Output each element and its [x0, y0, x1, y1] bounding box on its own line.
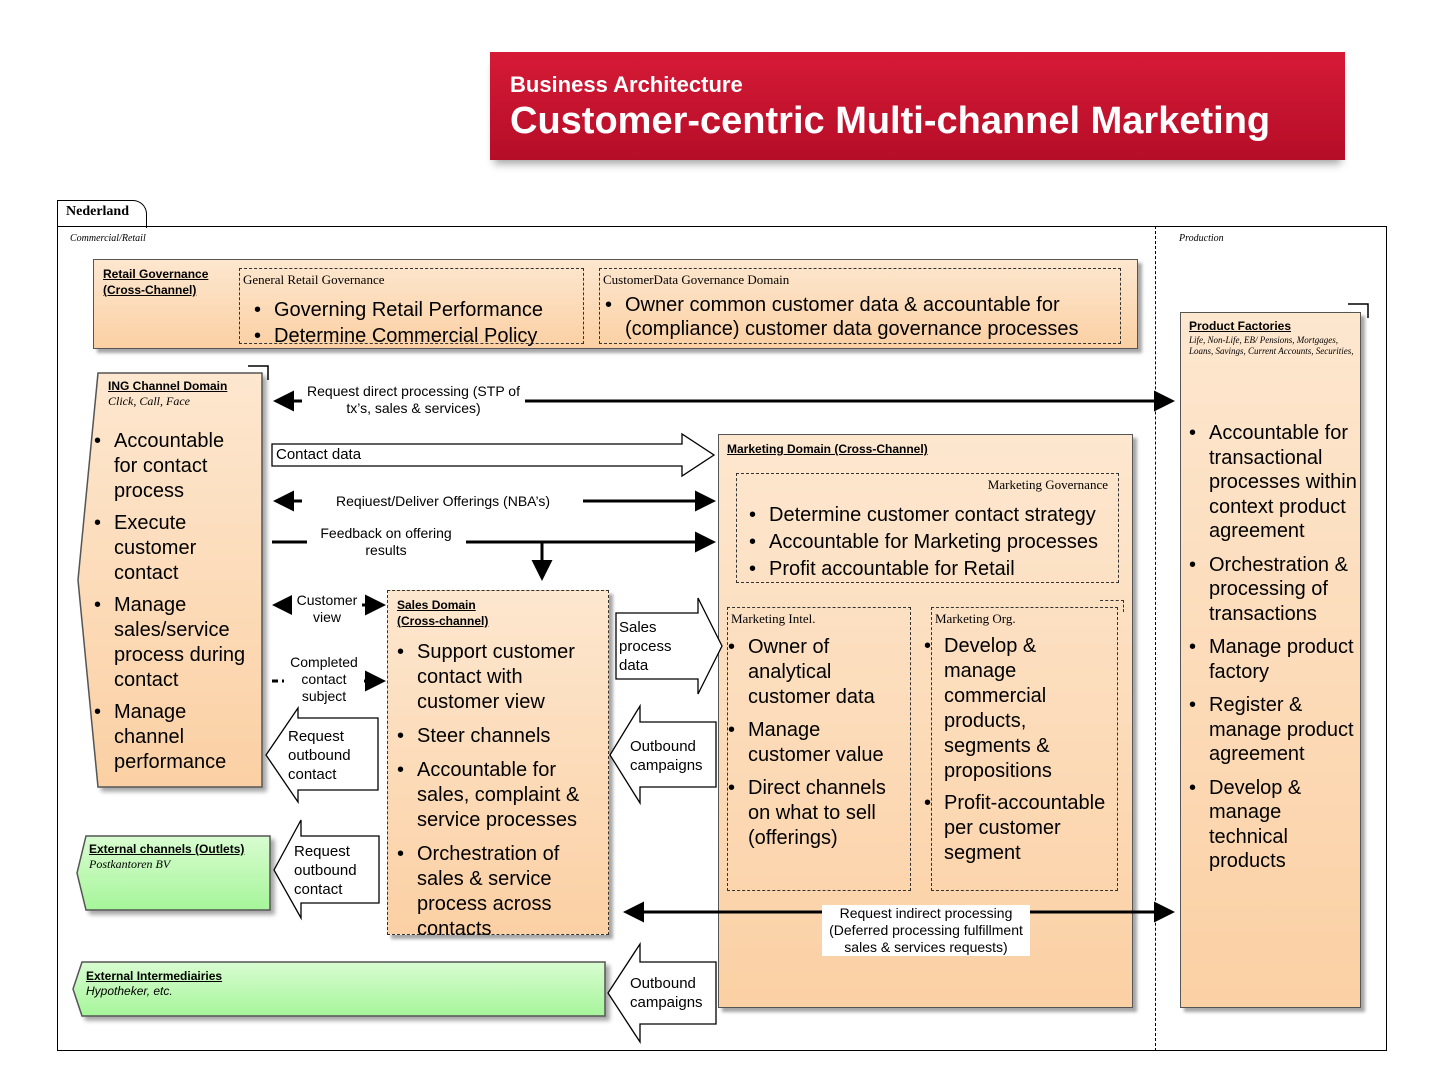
- customer-data-governance-title: CustomerData Governance Domain: [603, 272, 790, 287]
- list-item: Execute customer contact: [92, 511, 252, 586]
- ing-channel-subtitle: Click, Call, Face: [108, 394, 190, 408]
- flow-request-outbound-1-label: Request outbound contact: [288, 728, 351, 783]
- customer-data-governance-list: Owner common customer data & accountable…: [603, 293, 1108, 341]
- list-item: Develop & manage commercial products, se…: [922, 634, 1114, 784]
- flow-outbound-campaigns-1-label: Outbound campaigns: [630, 738, 703, 774]
- list-item: Accountable for contact process: [92, 429, 252, 504]
- sales-domain-box: Sales Domain (Cross-channel) Support cus…: [387, 590, 609, 940]
- external-channels: External channels (Outlets) Postkantoren…: [89, 841, 269, 872]
- ing-channel-title: ING Channel Domain: [108, 379, 228, 393]
- external-intermediairies-subtitle: Hypotheker, etc.: [86, 984, 173, 998]
- list-item: Owner common customer data & accountable…: [603, 293, 1108, 341]
- list-item: Owner of analytical customer data: [726, 635, 906, 710]
- external-channels-subtitle: Postkantoren BV: [89, 857, 171, 871]
- general-retail-governance-list: Governing Retail Performance Determine C…: [252, 297, 582, 349]
- flow-request-outbound-2-label: Request outbound contact: [294, 843, 357, 898]
- marketing-intel: Marketing Intel. Owner of analytical cus…: [727, 607, 911, 891]
- list-item: Accountable for sales, complaint & servi…: [395, 758, 605, 833]
- general-retail-governance: General Retail Governance Governing Reta…: [239, 268, 584, 349]
- flow-completed-contact-label: Completed contact subject: [284, 654, 364, 705]
- retail-governance-box: Retail Governance (Cross-Channel) Genera…: [93, 259, 1138, 349]
- banner-subtitle: Business Architecture: [510, 72, 743, 97]
- frame-divider: [1155, 226, 1156, 1051]
- sales-domain-title: Sales Domain (Cross-channel): [397, 598, 489, 628]
- list-item: Governing Retail Performance: [252, 297, 582, 323]
- product-factories-list: Accountable for transactional processes …: [1187, 421, 1359, 874]
- marketing-domain-title: Marketing Domain (Cross-Channel): [727, 442, 928, 456]
- ing-channel-list: Accountable for contact process Execute …: [92, 429, 252, 775]
- flow-request-indirect-label: Request indirect processing (Deferred pr…: [822, 905, 1030, 956]
- list-item: Direct channels on what to sell (offerin…: [726, 776, 906, 851]
- flow-offerings-label: Reqiuest/Deliver Offerings (NBA’s): [307, 493, 579, 509]
- list-item: Develop & manage technical products: [1187, 776, 1359, 874]
- list-item: Support customer contact with customer v…: [395, 640, 605, 715]
- external-intermediairies-title: External Intermediairies: [86, 969, 223, 983]
- marketing-governance-list: Determine customer contact strategy Acco…: [747, 502, 1117, 583]
- product-factories-subtitle: Life, Non-Life, EB/ Pensions, Mortgages,…: [1189, 335, 1354, 356]
- flow-sales-process-label: Sales process data: [619, 619, 672, 674]
- list-item: Profit-accountable per customer segment: [922, 791, 1114, 866]
- marketing-org-title: Marketing Org.: [935, 611, 1016, 626]
- frame-left-label: Commercial/Retail: [70, 233, 146, 244]
- marketing-org-list: Develop & manage commercial products, se…: [922, 634, 1114, 866]
- banner-title: Customer-centric Multi-channel Marketing: [510, 100, 1271, 142]
- marketing-governance: Marketing Governance Determine customer …: [736, 473, 1119, 583]
- list-item: Determine customer contact strategy: [747, 502, 1117, 529]
- region-tab: Nederland: [57, 200, 147, 228]
- title-banner: Business Architecture Customer-centric M…: [490, 52, 1345, 160]
- flow-contact-data-label: Contact data: [276, 446, 362, 463]
- region-tab-label: Nederland: [66, 204, 129, 219]
- list-item: Accountable for transactional processes …: [1187, 421, 1359, 544]
- list-item: Steer channels: [395, 724, 605, 749]
- list-item: Manage sales/service process during cont…: [92, 593, 252, 693]
- marketing-governance-title: Marketing Governance: [987, 477, 1108, 492]
- list-item: Orchestration of sales & service process…: [395, 842, 605, 942]
- marketing-intel-list: Owner of analytical customer data Manage…: [726, 635, 906, 851]
- flow-customer-view-label: Customer view: [292, 592, 362, 626]
- customer-data-governance: CustomerData Governance Domain Owner com…: [599, 268, 1121, 344]
- list-item: Orchestration & processing of transactio…: [1187, 553, 1359, 627]
- list-item: Manage customer value: [726, 718, 906, 768]
- sales-domain-list: Support customer contact with customer v…: [395, 640, 605, 942]
- list-item: Accountable for Marketing processes: [747, 529, 1117, 556]
- product-factories-title: Product Factories: [1189, 319, 1292, 333]
- frame-right-label: Production: [1179, 233, 1224, 244]
- retail-governance-title: Retail Governance (Cross-Channel): [103, 267, 209, 297]
- product-factories-box: Product Factories Life, Non-Life, EB/ Pe…: [1180, 312, 1361, 1008]
- list-item: Determine Commercial Policy: [252, 323, 582, 349]
- list-item: Manage product factory: [1187, 635, 1359, 684]
- flow-outbound-campaigns-2-label: Outbound campaigns: [630, 975, 703, 1011]
- ing-channel-domain: ING Channel Domain Click, Call, Face Acc…: [94, 378, 260, 783]
- general-retail-governance-title: General Retail Governance: [243, 272, 385, 287]
- flow-request-direct-label: Request direct processing (STP of tx’s, …: [302, 383, 525, 417]
- list-item: Profit accountable for Retail: [747, 556, 1117, 583]
- marketing-org: Marketing Org. Develop & manage commerci…: [924, 607, 1118, 891]
- marketing-intel-title: Marketing Intel.: [731, 611, 816, 626]
- list-item: Manage channel performance: [92, 700, 252, 775]
- external-intermediairies: External Intermediairies Hypotheker, etc…: [86, 968, 386, 998]
- corner-mark: [1100, 600, 1124, 612]
- outer-frame: [57, 226, 1387, 1051]
- flow-feedback-label: Feedback on offering results: [307, 525, 465, 559]
- external-channels-title: External channels (Outlets): [89, 842, 245, 856]
- list-item: Register & manage product agreement: [1187, 693, 1359, 767]
